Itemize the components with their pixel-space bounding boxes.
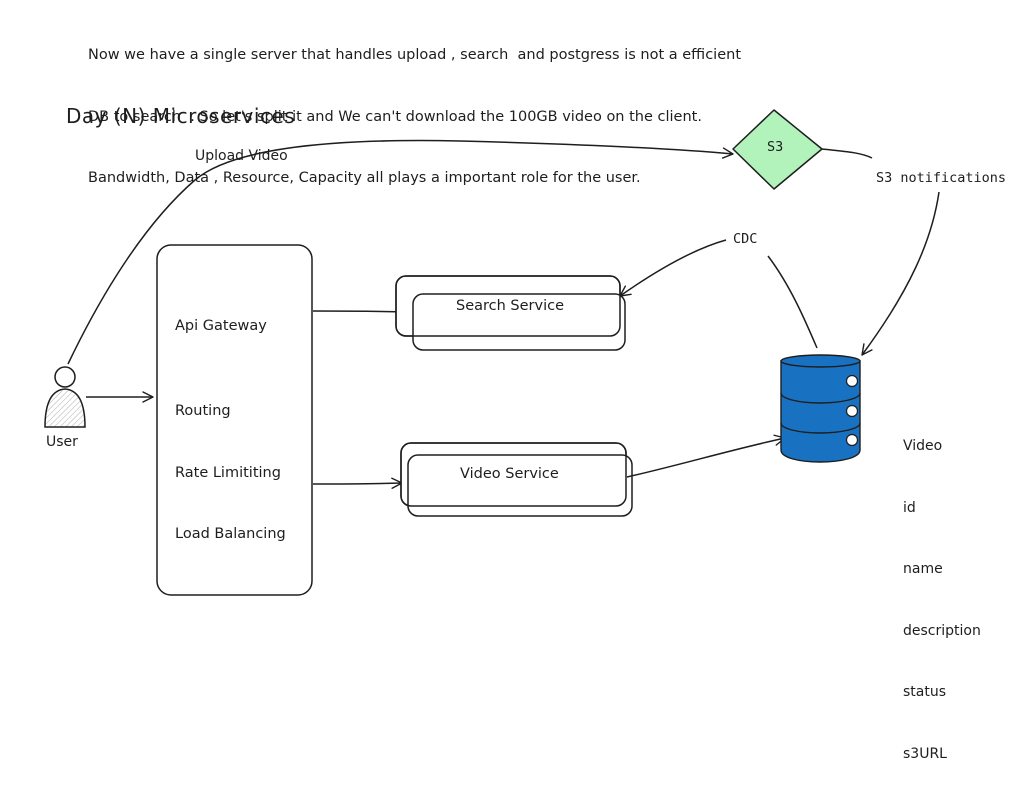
api-gateway-box [156, 244, 313, 596]
video-service-label: Video Service [460, 466, 559, 482]
intro-line: Now we have a single server that handles… [88, 47, 742, 63]
api-gateway-features: Routing Rate Limititing Load Balancing [175, 360, 286, 586]
diagram-canvas: Now we have a single server that handles… [44, 4, 1007, 762]
cdc-label: CDC [733, 231, 758, 247]
schema-field: description [903, 622, 981, 639]
cdc-to-search-arrow [619, 239, 727, 297]
gateway-feature: Routing [175, 403, 231, 419]
video-service-box [400, 442, 633, 517]
s3-label: S3 [767, 139, 784, 155]
gateway-to-video-arrow [312, 477, 403, 489]
schema-field: status [903, 684, 947, 700]
api-gateway-title: Api Gateway [175, 318, 267, 334]
s3-diamond [732, 109, 823, 190]
user-icon [44, 366, 86, 428]
search-service-label: Search Service [456, 298, 565, 314]
intro-line: Bandwidth, Data , Resource, Capacity all… [88, 170, 641, 186]
user-label: User [46, 434, 78, 450]
diagram-connectors [44, 109, 940, 596]
db-to-cdc-line [767, 255, 818, 349]
intro-line: DB to search . So let's split it and We … [88, 108, 702, 125]
gateway-feature: Load Balancing [175, 526, 286, 542]
schema-field: s3URL [903, 745, 947, 762]
gateway-feature: Rate Limititing [175, 464, 281, 481]
database-icon [780, 354, 861, 463]
s3-notifications-to-db-arrow [861, 191, 940, 356]
upload-video-label: Upload Video [195, 148, 288, 164]
section-title: Day (N) Microservices [66, 104, 296, 128]
intro-paragraph: Now we have a single server that handles… [88, 4, 741, 230]
video-schema: Video id name description status s3URL [903, 395, 981, 805]
search-service-box [395, 275, 626, 351]
schema-title: Video [903, 438, 943, 454]
s3-notifications-line [821, 148, 873, 159]
schema-field: id [903, 499, 916, 516]
video-to-db-arrow [626, 434, 786, 478]
upload-video-arrow [67, 139, 734, 365]
s3-notifications-label: S3 notifications [876, 170, 1007, 186]
schema-field: name [903, 561, 943, 577]
